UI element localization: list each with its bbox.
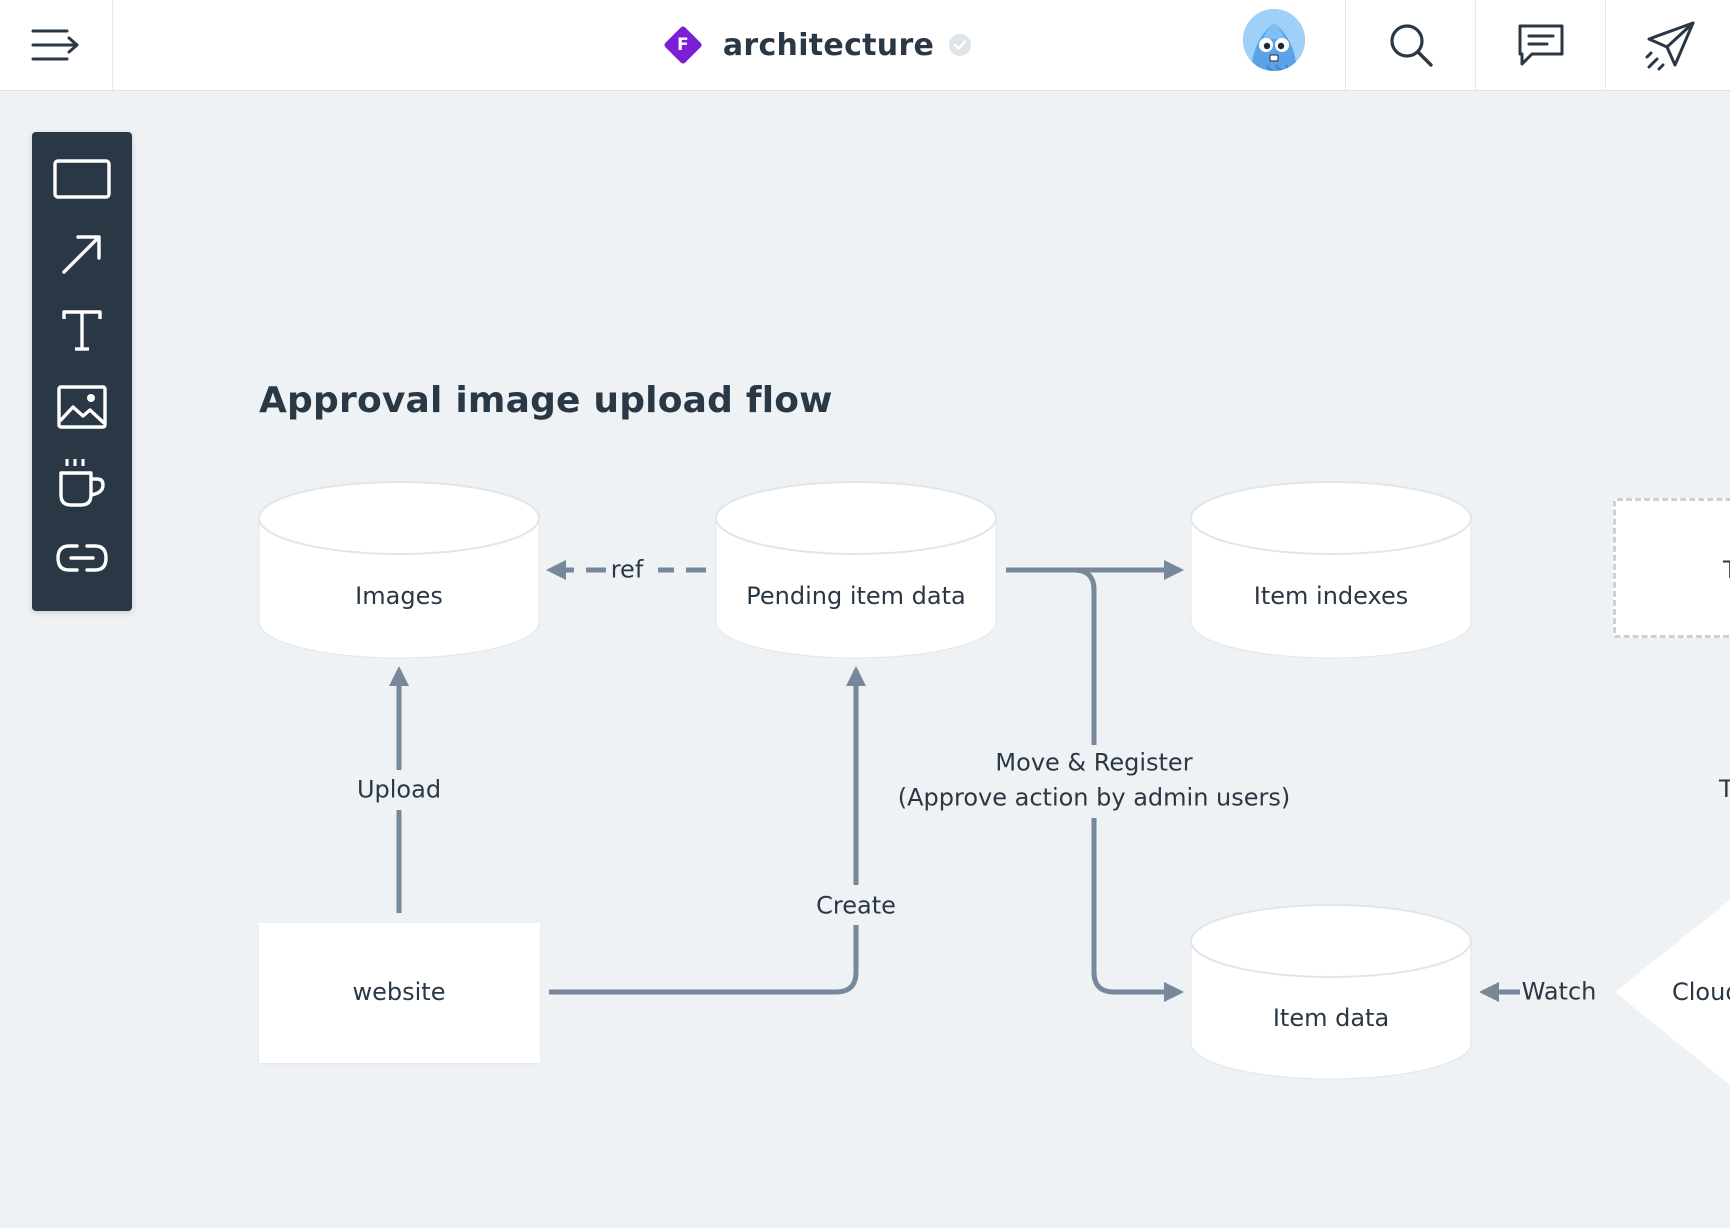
top-header: F architecture [0,0,1730,91]
comment-icon [1518,24,1563,66]
rectangle-icon [53,159,111,199]
diagram-svg [258,481,1730,1085]
label-images: Images [355,582,443,610]
edge-label-ref: ref [610,555,644,584]
edge-label-upload: Upload [356,775,442,804]
edge-label-move-register-note: (Approve action by admin users) [897,783,1291,812]
verified-check-icon [949,34,972,56]
cylinder-pending-item-data[interactable] [715,481,997,659]
search-button[interactable] [1345,0,1475,90]
menu-button[interactable] [0,0,113,90]
edge-move-register[interactable] [1006,560,1184,1002]
cup-tool[interactable] [32,448,132,518]
text-tool[interactable] [32,296,132,366]
workspace-badge[interactable]: F [663,25,703,65]
diagram-title[interactable]: Approval image upload flow [259,380,833,421]
cylinder-images[interactable] [258,481,540,659]
image-icon [57,385,107,429]
send-icon [1645,21,1694,71]
rectangle-tool[interactable] [32,144,132,214]
label-pending-item-data: Pending item data [746,582,966,610]
cylinder-item-indexes[interactable] [1190,481,1472,659]
search-icon [1389,24,1433,67]
edge-label-watch: Watch [1521,977,1597,1006]
menu-icon [31,29,79,61]
workspace-initial: F [677,35,689,55]
label-item-indexes: Item indexes [1253,582,1409,610]
dashed-node-partial[interactable] [1613,498,1730,638]
label-website: website [352,978,446,1006]
image-tool[interactable] [32,372,132,442]
edge-label-move-register: Move & Register [995,748,1193,777]
label-item-data: Item data [1272,1004,1390,1032]
drawing-toolbar [32,132,132,611]
label-partial-text: T [1719,775,1730,803]
squid-avatar-icon [1243,9,1305,71]
arrow-tool[interactable] [32,219,132,289]
text-icon [62,310,102,351]
label-dashed-partial: Tv [1723,556,1730,584]
diamond-cloud-partial[interactable] [1615,900,1730,1085]
avatar[interactable] [1243,9,1305,71]
edge-label-create: Create [816,891,896,920]
diagram-canvas[interactable]: Approval image upload flow Images Pendin… [0,92,1730,1228]
arrow-icon [62,235,101,274]
link-icon [56,544,108,572]
label-cloud-partial: Cloud [1672,978,1730,1006]
edge-create[interactable] [549,666,866,995]
comments-button[interactable] [1475,0,1605,90]
document-title[interactable]: architecture [722,27,935,63]
link-tool[interactable] [32,523,132,593]
cylinder-item-data[interactable] [1190,904,1472,1080]
rect-website[interactable] [259,923,540,1063]
share-button[interactable] [1605,0,1730,90]
cup-icon [59,459,105,507]
